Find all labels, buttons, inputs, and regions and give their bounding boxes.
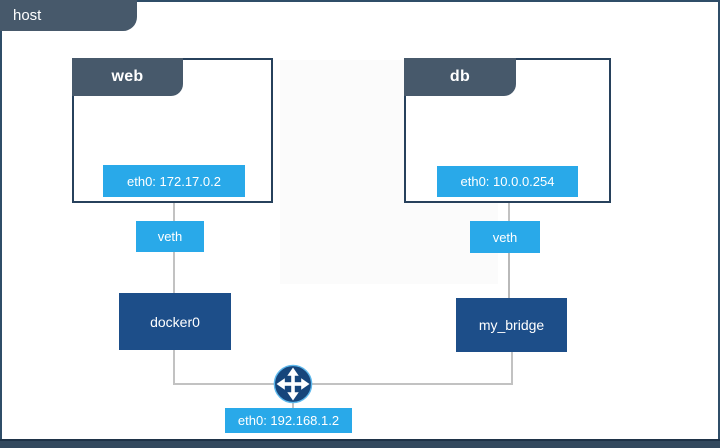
edge-router-to-hosteth xyxy=(292,403,294,409)
host-eth0-label: eth0: 192.168.1.2 xyxy=(237,413,340,428)
edge-veth-to-docker0 xyxy=(173,252,175,293)
docker0-bridge-node: docker0 xyxy=(119,293,231,350)
db-eth0-label: eth0: 10.0.0.254 xyxy=(460,174,555,189)
edge-veth-to-mybridge xyxy=(508,253,510,298)
host-eth0-node: eth0: 192.168.1.2 xyxy=(225,408,352,433)
router-crossroads-icon xyxy=(273,364,313,404)
edge-docker0-to-bus xyxy=(173,350,175,383)
container-web-label: web xyxy=(111,68,144,85)
veth-left-label: veth xyxy=(157,229,183,244)
veth-left-node: veth xyxy=(136,221,204,252)
container-web-tab: web xyxy=(72,58,183,96)
container-db-tab: db xyxy=(404,58,516,96)
edge-web-to-veth xyxy=(173,203,175,221)
docker0-label: docker0 xyxy=(150,313,200,330)
edge-horizontal-bus xyxy=(173,383,513,385)
veth-right-node: veth xyxy=(470,221,540,253)
web-eth0-node: eth0: 172.17.0.2 xyxy=(103,165,245,197)
veth-right-label: veth xyxy=(492,229,518,245)
edge-db-to-veth xyxy=(508,203,510,221)
edge-mybridge-to-bus xyxy=(511,352,513,383)
container-db-label: db xyxy=(449,68,471,85)
web-eth0-label: eth0: 172.17.0.2 xyxy=(127,173,221,189)
host-bottom-border xyxy=(0,439,720,448)
db-eth0-node: eth0: 10.0.0.254 xyxy=(437,166,578,197)
mybridge-bridge-node: my_bridge xyxy=(456,298,567,352)
host-label-tab: host xyxy=(0,0,137,31)
host-label: host xyxy=(13,7,42,24)
mybridge-label: my_bridge xyxy=(478,317,545,333)
